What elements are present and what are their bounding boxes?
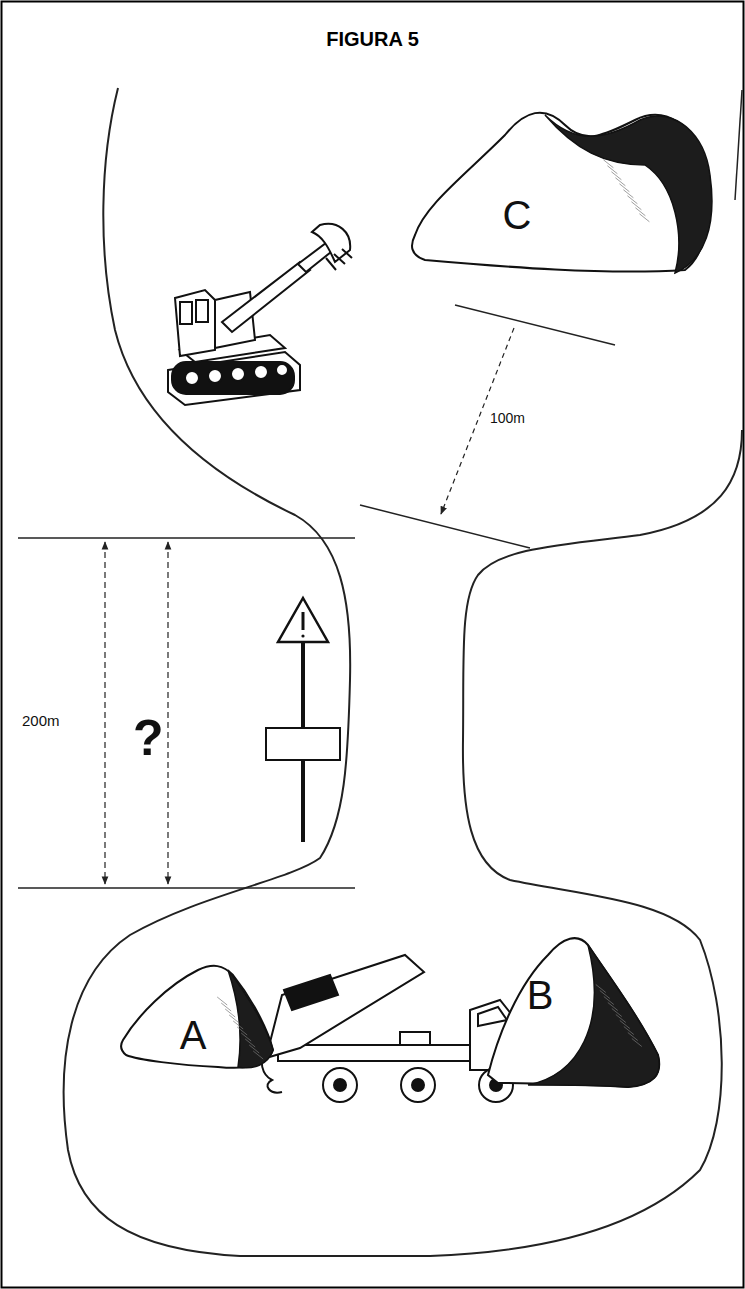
pit-outline-top	[735, 90, 742, 200]
pit-outline	[64, 88, 742, 1256]
stockpile: A	[118, 955, 278, 1075]
figure-title: FIGURA 5	[0, 28, 745, 51]
stockpile-letter: A	[180, 1015, 207, 1055]
dump-truck	[262, 955, 522, 1102]
stockpile-outline	[405, 95, 725, 280]
dimension-label: 200m	[20, 712, 62, 729]
dimension-200m	[18, 538, 355, 888]
stockpile-letter: B	[527, 975, 554, 1015]
stockpile: C	[405, 95, 725, 280]
warning-sign	[266, 598, 340, 842]
dimension-label: 100m	[488, 410, 527, 426]
question-mark: ?	[131, 712, 166, 764]
dimension-100m	[360, 305, 615, 548]
stockpile-outline	[478, 925, 668, 1095]
excavator	[168, 224, 352, 405]
stockpile: B	[478, 925, 668, 1095]
stockpile-letter: C	[503, 195, 532, 235]
